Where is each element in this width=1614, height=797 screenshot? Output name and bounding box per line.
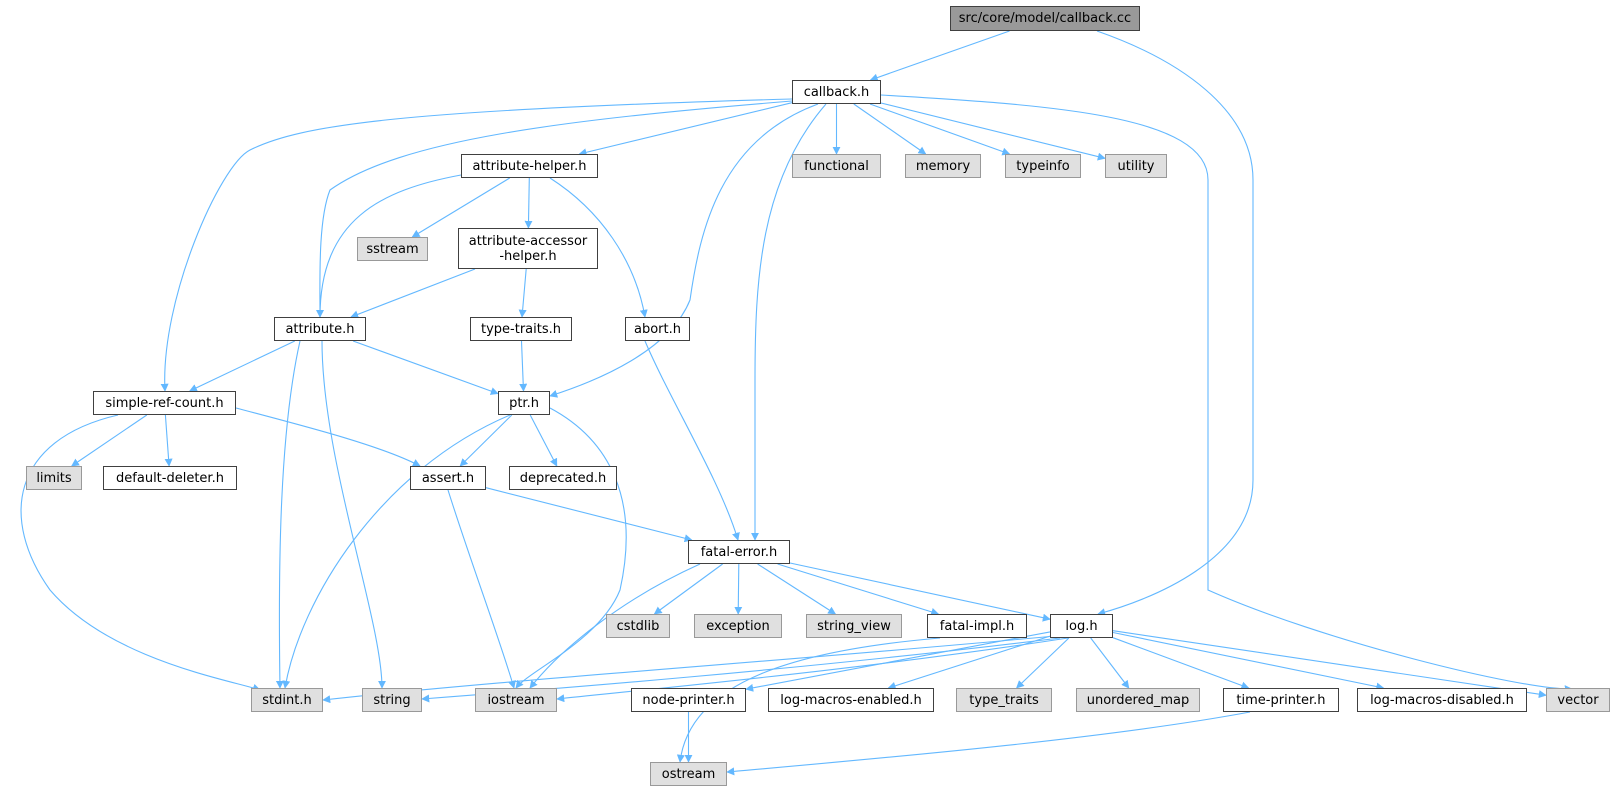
node-fatal-impl-h[interactable]: fatal-impl.h [927, 614, 1027, 638]
node-log-macros-enabled-h[interactable]: log-macros-enabled.h [768, 688, 934, 712]
node-assert-h[interactable]: assert.h [410, 466, 486, 490]
edge-abort-h-to-fatal-error-h [644, 340, 740, 541]
edge-log-h-to-log-macros-disabled-h [1112, 631, 1385, 691]
node-abort-h[interactable]: abort.h [625, 317, 690, 341]
node-limits: limits [26, 466, 82, 490]
node-ptr-h[interactable]: ptr.h [498, 391, 550, 415]
edge-time-printer-h-to-ostream [726, 711, 1251, 776]
edge-assert-h-to-fatal-error-h [485, 487, 693, 543]
edge-assert-h-to-iostream [447, 489, 516, 689]
edge-attribute-helper-h-to-sstream [411, 177, 510, 238]
edge-callback-h-to-ptr-h [549, 103, 819, 398]
edge-ptr-h-to-stdint-h [282, 414, 511, 689]
edge-simple-ref-count-h-to-assert-h [235, 407, 421, 467]
node-string-view: string_view [806, 614, 902, 638]
node-callback-cc[interactable]: src/core/model/callback.cc [950, 6, 1140, 31]
node-cstdlib: cstdlib [606, 614, 670, 638]
edge-callback-h-to-attribute-h [315, 100, 793, 318]
edge-callback-h-to-attribute-helper-h [578, 102, 793, 157]
edge-callback-h-to-typeinfo [869, 103, 1011, 156]
edge-log-h-to-log-macros-enabled-h [887, 635, 1051, 690]
edge-callback-h-to-memory [853, 103, 927, 155]
edge-log-h-to-type-traits [1016, 637, 1070, 689]
node-type-traits-h[interactable]: type-traits.h [470, 317, 572, 341]
edge-callback-h-to-fatal-error-h [751, 103, 827, 541]
edge-layer [20, 30, 1573, 776]
edge-attribute-h-to-simple-ref-count-h [188, 340, 296, 392]
edge-callback-h-to-utility [880, 102, 1106, 161]
node-functional: functional [792, 154, 881, 178]
node-attribute-accessor-helper-h[interactable]: attribute-accessor -helper.h [458, 228, 598, 269]
node-time-printer-h[interactable]: time-printer.h [1223, 688, 1339, 712]
node-string: string [362, 688, 422, 712]
edge-attribute-accessor-helper-h-to-type-traits-h [518, 268, 527, 318]
edge-ptr-h-to-deprecated-h [529, 414, 558, 467]
node-iostream: iostream [475, 688, 557, 712]
edge-attribute-h-to-ptr-h [352, 340, 499, 395]
node-utility: utility [1105, 154, 1167, 178]
node-node-printer-h[interactable]: node-printer.h [631, 688, 746, 712]
edge-fatal-error-h-to-fatal-impl-h [777, 563, 940, 616]
edge-simple-ref-count-h-to-default-deleter-h [164, 414, 173, 467]
edge-attribute-helper-h-to-attribute-h [316, 174, 462, 318]
edge-attribute-h-to-string [321, 340, 386, 689]
edge-fatal-impl-h-to-ostream [676, 637, 941, 763]
edge-ptr-h-to-iostream [515, 407, 627, 689]
node-vector: vector [1546, 688, 1610, 712]
edge-callback-cc-to-callback-h [869, 30, 1010, 82]
edge-attribute-helper-h-to-attribute-accessor-helper-h [524, 177, 533, 229]
edge-attribute-accessor-helper-h-to-attribute-h [350, 268, 476, 319]
edge-simple-ref-count-h-to-stdint-h [20, 414, 261, 692]
edge-callback-h-to-vector [880, 94, 1573, 694]
edge-fatal-error-h-to-cstdlib [653, 563, 723, 615]
edge-fatal-error-h-to-iostream [529, 563, 701, 689]
node-callback-h[interactable]: callback.h [792, 80, 881, 104]
node-sstream: sstream [357, 237, 428, 261]
node-log-h[interactable]: log.h [1050, 614, 1113, 638]
edge-fatal-error-h-to-log-h [789, 562, 1051, 622]
node-log-macros-disabled-h[interactable]: log-macros-disabled.h [1357, 688, 1527, 712]
node-attribute-helper-h[interactable]: attribute-helper.h [461, 154, 598, 178]
edge-log-h-to-iostream [556, 637, 1069, 703]
node-unordered-map: unordered_map [1076, 688, 1200, 712]
node-typeinfo: typeinfo [1005, 154, 1081, 178]
edge-attribute-h-to-stdint-h [275, 340, 301, 689]
node-fatal-error-h[interactable]: fatal-error.h [688, 540, 790, 564]
edge-simple-ref-count-h-to-limits [71, 414, 148, 467]
node-deprecated-h[interactable]: deprecated.h [509, 466, 617, 490]
edge-attribute-helper-h-to-abort-h [549, 177, 648, 318]
node-attribute-h[interactable]: attribute.h [274, 317, 366, 341]
edge-log-h-to-vector [1112, 630, 1547, 699]
node-exception: exception [694, 614, 782, 638]
edge-callback-h-to-simple-ref-count-h [160, 98, 793, 392]
edge-type-traits-h-to-ptr-h [519, 340, 528, 392]
node-ostream: ostream [650, 762, 727, 786]
edge-fatal-error-h-to-exception [734, 563, 743, 615]
edge-log-h-to-unordered-map [1090, 637, 1130, 689]
edge-log-h-to-node-printer-h [745, 631, 1051, 692]
node-memory: memory [905, 154, 981, 178]
edge-ptr-h-to-assert-h [459, 414, 513, 467]
node-default-deleter-h[interactable]: default-deleter.h [103, 466, 237, 490]
edge-fatal-error-h-to-string-view [757, 563, 837, 615]
node-stdint-h: stdint.h [251, 688, 323, 712]
edge-log-h-to-time-printer-h [1112, 637, 1250, 690]
node-simple-ref-count-h[interactable]: simple-ref-count.h [93, 391, 236, 415]
node-type-traits: type_traits [956, 688, 1052, 712]
edge-callback-cc-to-log-h [1096, 30, 1254, 616]
